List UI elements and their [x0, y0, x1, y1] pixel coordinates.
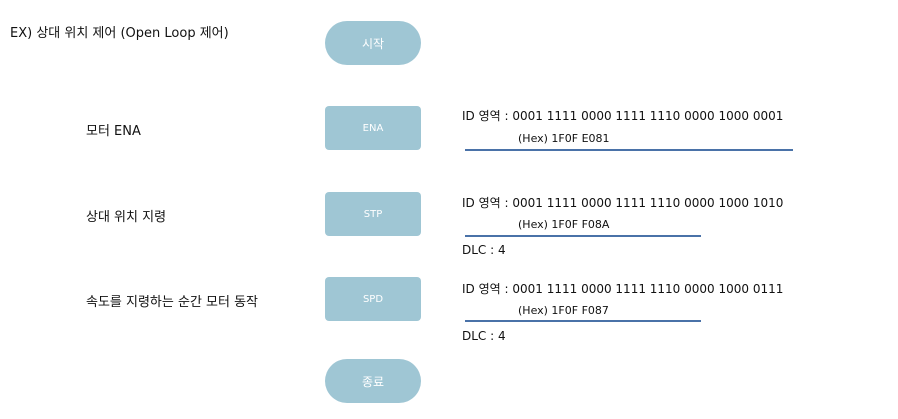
diagram-title: EX) 상대 위치 제어 (Open Loop 제어)	[10, 26, 229, 41]
spd-id-line: ID 영역 : 0001 1111 0000 1111 1110 0000 10…	[462, 280, 783, 297]
end-node: 종료	[325, 359, 421, 403]
start-node: 시작	[325, 21, 421, 65]
ena-node: ENA	[325, 106, 421, 150]
id-prefix: ID 영역 :	[462, 196, 513, 210]
ena-underline	[465, 149, 793, 151]
id-prefix: ID 영역 :	[462, 109, 513, 123]
stp-id-line: ID 영역 : 0001 1111 0000 1111 1110 0000 10…	[462, 194, 783, 211]
stp-node: STP	[325, 192, 421, 236]
id-bits: 0001 1111 0000 1111 1110 0000 1000 1010	[512, 196, 784, 210]
spd-dlc: DLC : 4	[462, 329, 506, 343]
ena-id-line: ID 영역 : 0001 1111 0000 1111 1110 0000 10…	[462, 107, 783, 124]
spd-node: SPD	[325, 277, 421, 321]
step-label-stp: 상대 위치 지령	[86, 210, 167, 225]
spd-underline	[465, 320, 701, 322]
ena-hex: (Hex) 1F0F E081	[518, 132, 610, 145]
stp-dlc: DLC : 4	[462, 243, 506, 257]
stp-hex: (Hex) 1F0F F08A	[518, 218, 610, 231]
step-label-ena: 모터 ENA	[86, 124, 141, 139]
id-bits: 0001 1111 0000 1111 1110 0000 1000 0111	[512, 282, 784, 296]
spd-hex: (Hex) 1F0F F087	[518, 304, 609, 317]
step-label-spd: 속도를 지령하는 순간 모터 동작	[86, 295, 259, 310]
stp-underline	[465, 235, 701, 237]
id-prefix: ID 영역 :	[462, 282, 513, 296]
id-bits: 0001 1111 0000 1111 1110 0000 1000 0001	[512, 109, 784, 123]
